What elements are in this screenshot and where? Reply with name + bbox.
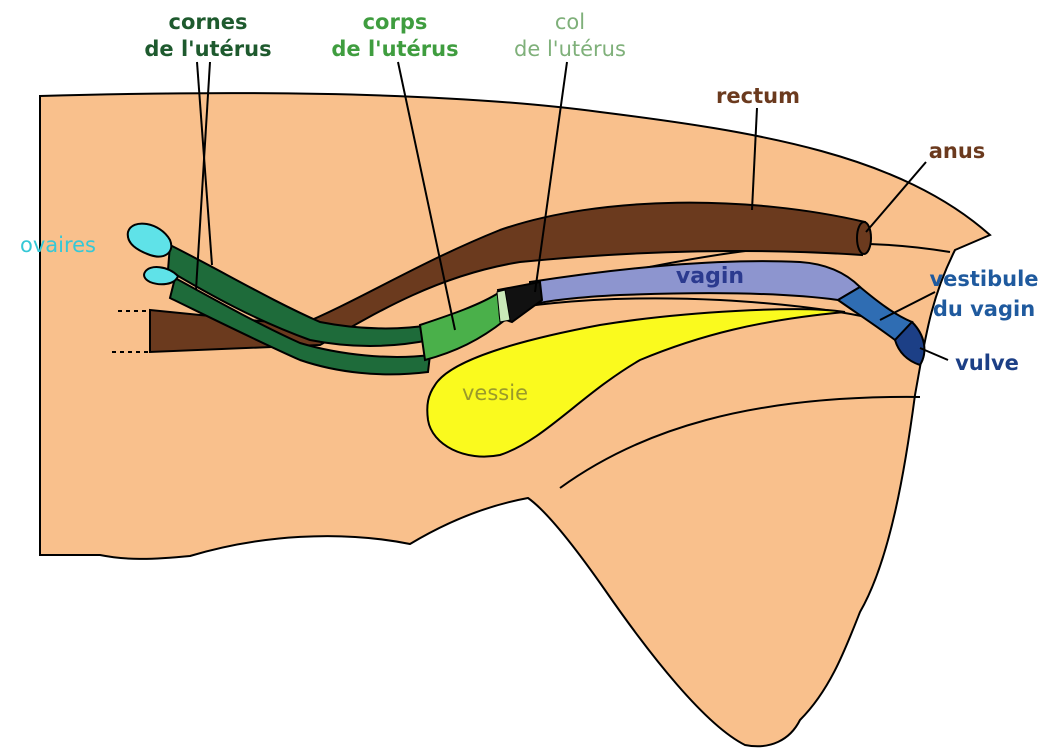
label-vulve: vulve: [955, 351, 1019, 375]
label-ovaires: ovaires: [20, 233, 96, 257]
label-vagin: vagin: [676, 264, 744, 289]
label-cornes-line2: de l'utérus: [144, 37, 271, 61]
anus-ring: [857, 222, 871, 254]
label-vestibule-line1: vestibule: [929, 267, 1038, 291]
label-rectum: rectum: [716, 84, 800, 108]
label-corps-line1: corps: [363, 10, 428, 34]
label-vestibule-line2: du vagin: [933, 297, 1035, 321]
label-cornes-line1: cornes: [169, 10, 248, 34]
label-anus: anus: [929, 139, 986, 163]
label-col-line2: de l'utérus: [514, 37, 626, 61]
label-corps-line2: de l'utérus: [331, 37, 458, 61]
label-col-line1: col: [555, 10, 585, 34]
label-vessie: vessie: [462, 381, 528, 405]
